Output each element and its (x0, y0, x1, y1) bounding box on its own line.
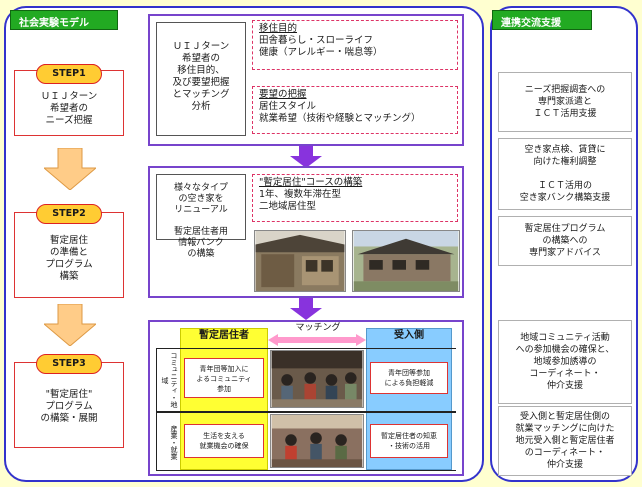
community-photo-2 (270, 414, 364, 468)
step3-description: "暫定居住" プログラム の構築・展開 (14, 362, 124, 448)
house-photo-1 (254, 230, 346, 292)
social-experiment-title: 社会実験モデル (10, 10, 118, 30)
support-item-3: 暫定居住プログラム の構築への 専門家アドバイス (498, 216, 632, 266)
step-arrow-2 (44, 304, 96, 346)
down-arrow-2 (290, 298, 322, 320)
residence-course-heading: "暫定居住"コースの構築 (259, 177, 363, 188)
r2-resident-cell: 生活を支える 就業機会の確保 (184, 424, 264, 458)
r2-receiver-cell: 暫定居住者の知恵 ・技術の活用 (370, 424, 448, 458)
row-divider-mid (156, 411, 456, 413)
row1-label: コミュニティ・地域 (161, 352, 178, 408)
support-panel-title: 連携交流支援 (492, 10, 592, 30)
request-box: 要望の把握 居住スタイル 就業希望（技術や経験とマッチング） (252, 86, 458, 134)
house-photo-2 (352, 230, 460, 292)
migration-purpose-heading: 移住目的 (259, 23, 298, 34)
request-lines: 居住スタイル 就業希望（技術や経験とマッチング） (259, 101, 421, 124)
request-heading: 要望の把握 (259, 89, 307, 100)
down-arrow-1 (290, 146, 322, 168)
residence-course-lines: 1年、複数年滞在型 二地域居住型 (259, 189, 342, 212)
r1-resident-cell: 青年団等加入に よるコミュニティ 参加 (184, 358, 264, 398)
step2-badge: STEP2 (36, 204, 102, 224)
residence-course-box: "暫定居住"コースの構築 1年、複数年滞在型 二地域居住型 (252, 174, 458, 222)
receiver-header: 受入側 (394, 330, 424, 341)
matching-double-arrow (268, 334, 366, 346)
row2-label: 産業・就業 (170, 424, 178, 460)
support-item-4: 地域コミュニティ活動 への参加機会の確保と、 地域参加誘導の コーディネート・ … (498, 320, 632, 404)
matching-label: マッチング (290, 322, 346, 334)
support-item-1: ニーズ把握調査への 専門家派遣と ＩＣＴ活用支援 (498, 72, 632, 132)
step1-badge-overlay: STEP1 (36, 64, 102, 84)
row-divider-bottom (156, 470, 456, 471)
row-label-col-line (156, 348, 157, 470)
r1-receiver-cell: 青年団等参加 による負担軽減 (370, 362, 448, 394)
needs-analysis-label: ＵＩＪターン 希望者の 移住目的、 及び要望把握 とマッチング 分析 (156, 22, 246, 136)
step-arrow-1 (44, 148, 96, 190)
migration-purpose-box: 移住目的 田舎暮らし・スローライフ 健康（アレルギー・喘息等） (252, 20, 458, 70)
community-photo-1 (270, 350, 364, 408)
row-divider-top (156, 348, 456, 349)
vacant-house-label: 様々なタイプ の空き家を リニューアル 暫定居住者用 情報バンク の構築 (156, 174, 246, 259)
migration-purpose-lines: 田舎暮らし・スローライフ 健康（アレルギー・喘息等） (259, 35, 383, 58)
step2-description: 暫定居住 の準備と プログラム 構築 (14, 212, 124, 298)
step3-badge: STEP3 (36, 354, 102, 374)
support-item-5: 受入側と暫定居住側の 就業マッチングに向けた 地元受入側と暫定居住者 のコーディ… (498, 406, 632, 476)
support-item-2: 空き家点検、賃貸に 向けた権利調整 ＩＣＴ活用の 空き家バンク構築支援 (498, 138, 632, 210)
resident-header: 暫定居住者 (199, 330, 249, 341)
